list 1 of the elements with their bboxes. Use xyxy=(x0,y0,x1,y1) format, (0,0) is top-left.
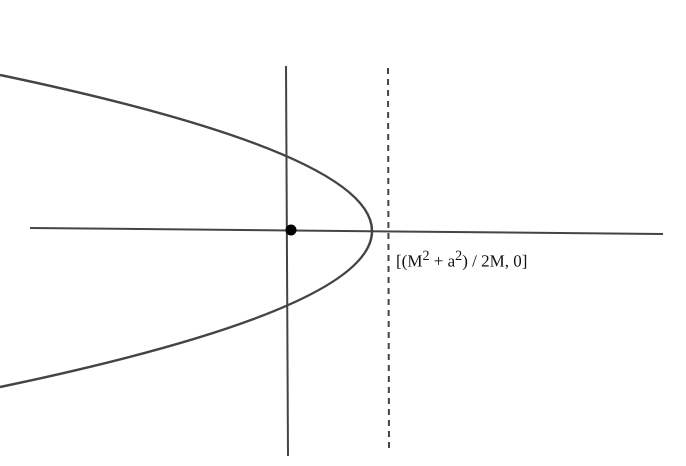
point-label: [(M$^{2}$ + a$^{2}$) / 2M, 0] xyxy=(396,248,528,272)
